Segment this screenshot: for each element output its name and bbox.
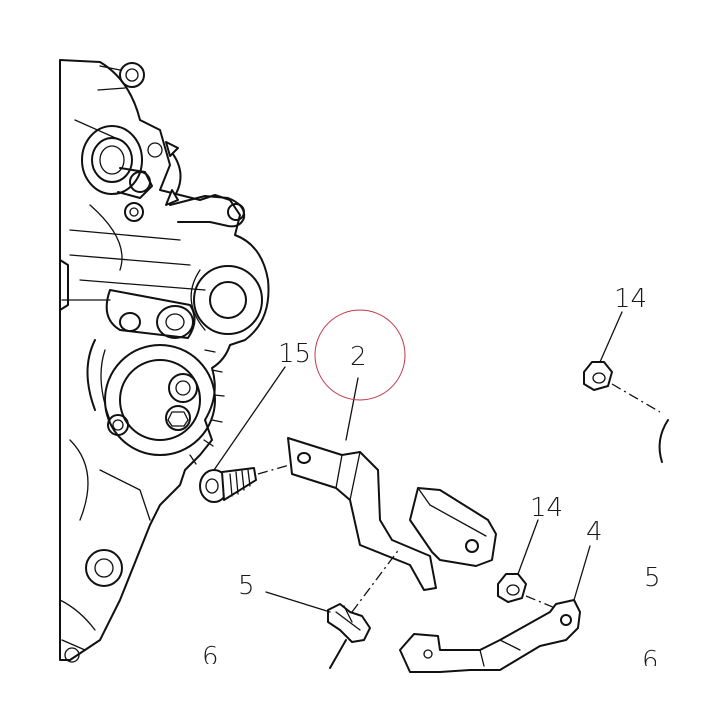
part-4-bracket[interactable]	[399, 545, 591, 673]
callout-14-upper[interactable]: 14	[614, 284, 648, 314]
part-14-nut-upper[interactable]	[583, 311, 669, 463]
part-2-bracket[interactable]	[287, 377, 497, 591]
part-15-bolt[interactable]	[199, 366, 301, 503]
callout-6-left[interactable]: 6	[202, 642, 219, 672]
part-14-nut-lower[interactable]	[497, 519, 561, 611]
engine-assembly	[59, 59, 270, 663]
callout-6-right[interactable]: 6	[642, 648, 656, 674]
callout-5-left[interactable]: 5	[238, 571, 255, 601]
callout-14-lower[interactable]: 14	[530, 493, 564, 523]
callout-15[interactable]: 15	[278, 339, 312, 369]
callout-2[interactable]: 2	[350, 342, 367, 372]
callout-4[interactable]: 4	[586, 517, 603, 547]
callout-5-right[interactable]: 5	[644, 563, 661, 593]
highlight-circle	[314, 309, 406, 401]
part-5-clip[interactable]	[265, 547, 401, 669]
